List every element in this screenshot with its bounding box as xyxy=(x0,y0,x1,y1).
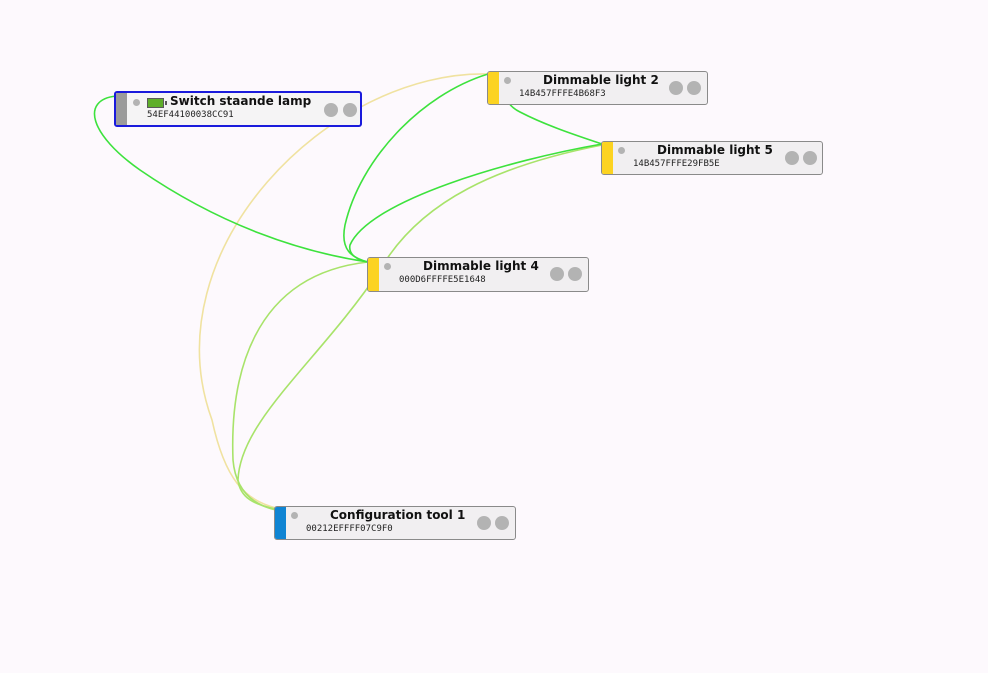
link-dl4-ct1 xyxy=(231,261,369,511)
node-title: Dimmable light 5 xyxy=(657,143,773,157)
node-dimmable-light-2[interactable]: Dimmable light 2 14B457FFFE4B68F3 xyxy=(487,71,708,105)
node-dimmable-light-5[interactable]: Dimmable light 5 14B457FFFE29FB5E xyxy=(601,141,823,175)
output-port[interactable] xyxy=(495,516,509,530)
node-address: 14B457FFFE4B68F3 xyxy=(519,89,606,99)
node-address: 000D6FFFFE5E1648 xyxy=(399,275,486,285)
input-port[interactable] xyxy=(669,81,683,95)
node-title: Dimmable light 4 xyxy=(423,259,539,273)
status-dot xyxy=(504,77,511,84)
link-dl2-dl4 xyxy=(343,73,489,263)
node-type-bar xyxy=(116,93,127,125)
input-port[interactable] xyxy=(324,103,338,117)
node-dimmable-light-4[interactable]: Dimmable light 4 000D6FFFFE5E1648 xyxy=(367,257,589,292)
status-dot xyxy=(133,99,140,106)
status-dot xyxy=(384,263,391,270)
node-type-bar xyxy=(488,72,499,104)
link-dl5-ct1 xyxy=(237,144,603,510)
link-switch-dl4 xyxy=(93,95,369,263)
node-type-bar xyxy=(602,142,613,174)
node-address: 00212EFFFF07C9F0 xyxy=(306,524,393,534)
input-port[interactable] xyxy=(550,267,564,281)
node-type-bar xyxy=(275,507,286,539)
node-type-bar xyxy=(368,258,379,291)
node-title: Dimmable light 2 xyxy=(543,73,659,87)
node-configuration-tool-1[interactable]: Configuration tool 1 00212EFFFF07C9F0 xyxy=(274,506,516,540)
node-address: 54EF44100038CC91 xyxy=(147,110,234,120)
node-title: Configuration tool 1 xyxy=(330,508,466,522)
node-title: Switch staande lamp xyxy=(170,94,312,108)
output-port[interactable] xyxy=(803,151,817,165)
input-port[interactable] xyxy=(477,516,491,530)
input-port[interactable] xyxy=(785,151,799,165)
link-dl5-dl4 xyxy=(348,143,603,263)
node-switch-staande-lamp[interactable]: Switch staande lamp 54EF44100038CC91 xyxy=(114,91,362,127)
node-address: 14B457FFFE29FB5E xyxy=(633,159,720,169)
output-port[interactable] xyxy=(343,103,357,117)
output-port[interactable] xyxy=(568,267,582,281)
battery-icon xyxy=(147,98,167,108)
output-port[interactable] xyxy=(687,81,701,95)
status-dot xyxy=(618,147,625,154)
status-dot xyxy=(291,512,298,519)
